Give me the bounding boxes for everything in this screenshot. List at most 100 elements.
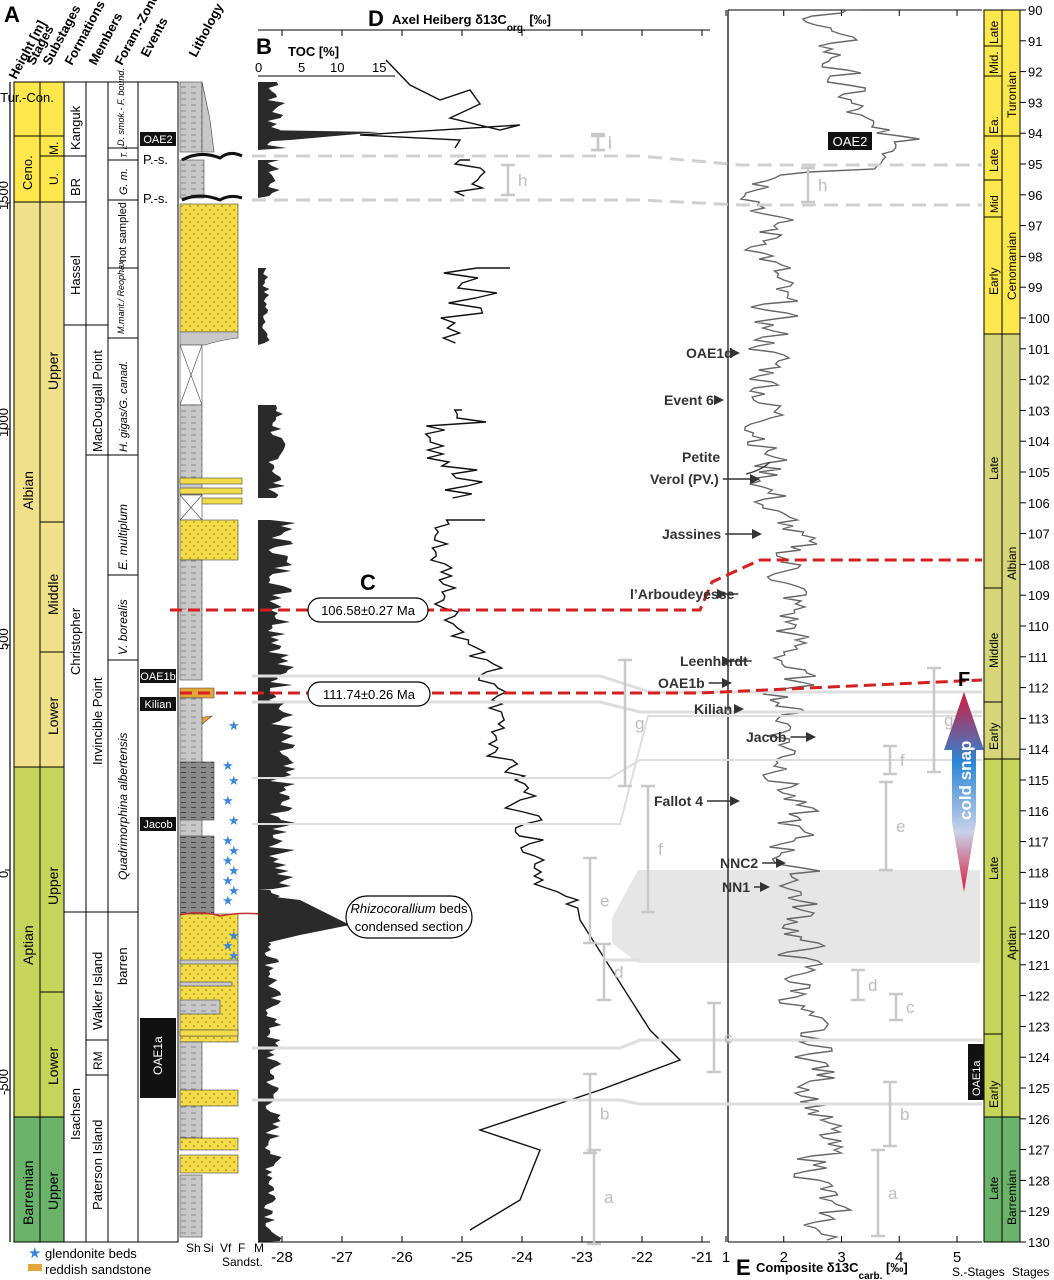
st-albian: Albian [1005, 547, 1019, 580]
panel-c-label: C [360, 570, 376, 595]
event-box-oae1a [140, 1018, 176, 1098]
glendonite-star-icon: ★ [222, 833, 234, 848]
glendonite-star-icon: ★ [222, 893, 234, 908]
correlation-letter: e [600, 892, 609, 911]
e-tick: 1 [722, 1249, 730, 1266]
age-callouts: C 106.58±0.27 Ma 111.74±0.26 Ma Rhizocor… [307, 570, 473, 939]
right-event-label: Fallot 4 [654, 793, 703, 809]
toc-tick-10: 10 [330, 60, 344, 75]
st-barremian: Barremian [1005, 1170, 1019, 1225]
glendonite-star-icon: ★ [228, 843, 240, 858]
correlation-letter: i [608, 133, 612, 152]
arrow-icon [745, 461, 771, 475]
age-tick: 100 [1028, 311, 1050, 326]
member-walker-island: Walker Island [90, 952, 105, 1030]
correlation-letter: c [724, 1029, 733, 1048]
age-tick: 103 [1028, 403, 1050, 418]
age-tick: 98 [1028, 249, 1042, 264]
age-tick: 130 [1028, 1235, 1050, 1250]
age-tick: 94 [1028, 126, 1042, 141]
substage-lower-albian: Lower [45, 697, 61, 735]
stage-tur-con: Tur.-Con. [0, 90, 54, 105]
d-tick: -24 [511, 1249, 533, 1266]
formation-br: BR [68, 178, 83, 196]
age-tick: 90 [1028, 3, 1042, 18]
correlation-letter: h [518, 171, 527, 190]
hdr-lithology: Lithology [185, 0, 226, 59]
height-tick-1000: 1000 [0, 408, 11, 437]
ss-early-apt: Early [987, 1081, 1001, 1108]
legend-reddish-swatch [28, 1264, 42, 1271]
age-tick: 115 [1028, 773, 1049, 788]
right-event-label: OAE1d [686, 345, 733, 361]
d-tick: -21 [691, 1249, 713, 1266]
correlation-letter: i [608, 134, 612, 153]
substage-upper-albian: Upper [45, 352, 61, 390]
panel-f-label: F [958, 669, 970, 691]
ss-early-cen: Early [987, 268, 1001, 295]
ps-label-lower: P.-s. [143, 191, 168, 206]
substage-upper-barremian: Upper [45, 1172, 61, 1210]
panel-a: A Height [m] Stages Substages Formations… [0, 0, 264, 1277]
age-106-58: 106.58±0.27 Ma [321, 603, 416, 618]
arrow-head-icon [714, 395, 724, 405]
arrow-head-icon [722, 678, 732, 688]
right-event-label: OAE1b [658, 675, 705, 691]
correlation-lines [170, 154, 983, 1106]
stage-ceno: Ceno. [20, 155, 35, 190]
glendonite-stars: ★★★★★★★★★★★★★★★ [222, 718, 240, 963]
d-tick: -27 [331, 1249, 353, 1266]
correlation-letter: h [818, 176, 827, 195]
formation-labels: Kanguk BR Hassel Christopher Isachsen Ma… [68, 105, 105, 1210]
height-tick-1500: 1500 [0, 181, 11, 210]
right-event-label: Kilian [694, 701, 732, 717]
litho-tick-sh: Sh [186, 1241, 201, 1255]
event-oae1a-left: OAE1a [151, 1036, 165, 1075]
glendonite-star-icon: ★ [228, 928, 240, 943]
substage-m: M. [47, 142, 61, 155]
right-event-label: Petite [682, 449, 720, 465]
arrow-head-icon [717, 589, 727, 599]
time-columns: 9091929394959697989910010110210310410510… [952, 3, 1050, 1279]
correlation-letter: c [906, 998, 915, 1017]
glendonite-star-icon: ★ [222, 793, 234, 808]
age-tick: 111 [1028, 650, 1048, 665]
event-box-oae1b [140, 669, 176, 683]
age-tick: 95 [1028, 157, 1042, 172]
rhizo-line2: condensed section [355, 919, 463, 934]
stage-aptian: Aptian [20, 925, 36, 965]
toc-axis-title: TOC [%] [288, 44, 339, 59]
right-event-label: Event 6 [664, 392, 714, 408]
correlation-letter: g [635, 714, 644, 733]
ps-labels: P.-s. P.-s. [143, 152, 168, 206]
age-tick: 123 [1028, 1019, 1050, 1034]
arrow-head-icon [722, 656, 732, 666]
age-tick: 125 [1028, 1081, 1050, 1096]
correlation-letter: d [868, 976, 877, 995]
age-tick: 128 [1028, 1173, 1050, 1188]
foram-h-gigas: H. gigas/G. canad. [118, 361, 130, 452]
age-tick: 116 [1028, 804, 1049, 819]
cold-snap: F cold snap [944, 669, 984, 892]
stage-labels: Tur.-Con. Ceno. Albian Aptian Barremian … [0, 90, 61, 1225]
d-tick: -25 [451, 1249, 473, 1266]
glendonite-star-icon: ★ [228, 948, 240, 963]
events-column: OAE2 OAE1b Kilian Jacob OAE1a [137, 81, 179, 1243]
foram-d-smok: D. smok.- F. bound. [116, 68, 126, 146]
foram-t-r: T. r. [120, 145, 129, 158]
height-axis: 1500 1000 500 0 -500 [0, 82, 11, 1242]
ss-mid-cen: Mid [989, 195, 1001, 213]
legend-reddish: reddish sandstone [45, 1262, 151, 1277]
oae1a-right: OAE1a [971, 1060, 983, 1096]
age-tick: 101 [1028, 342, 1050, 357]
legend-glendonite: glendonite beds [45, 1246, 137, 1261]
age-tick: 108 [1028, 557, 1050, 572]
age-tick: 99 [1028, 280, 1042, 295]
litho-tick-m: M [254, 1241, 264, 1255]
glendonite-star-icon: ★ [228, 883, 240, 898]
formation-christopher: Christopher [68, 607, 83, 675]
e-tick: 3 [837, 1249, 845, 1266]
